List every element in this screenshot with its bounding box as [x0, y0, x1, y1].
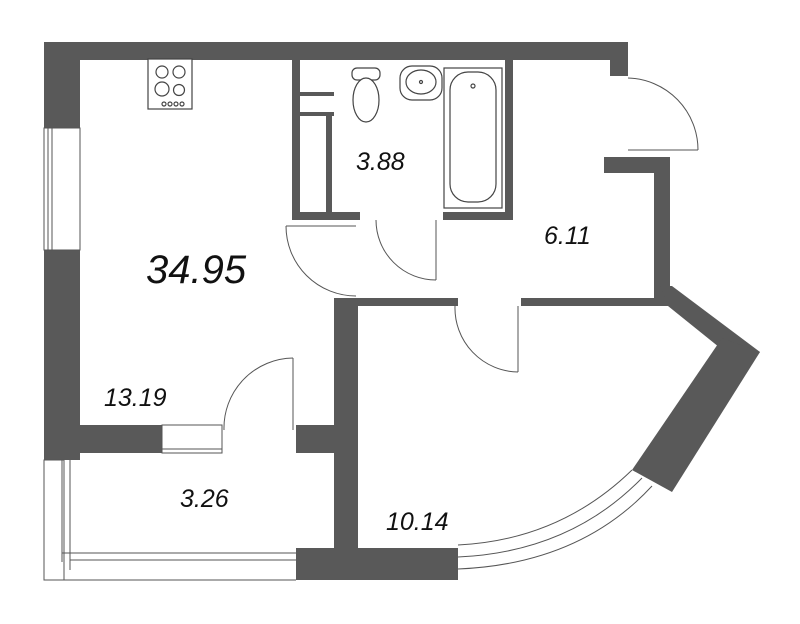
room-area-kitchen-living: 13.19	[104, 384, 167, 412]
room-area-bedroom: 10.14	[386, 508, 449, 536]
walls	[44, 42, 760, 580]
total-area-label: 34.95	[146, 248, 247, 292]
room-area-bathroom: 3.88	[356, 148, 405, 176]
bathtub-icon	[443, 67, 503, 209]
bathroom-door[interactable]	[375, 219, 437, 281]
doors	[223, 77, 699, 431]
sink-icon	[399, 65, 443, 101]
room-area-balcony: 3.26	[180, 485, 229, 513]
toilet-icon	[351, 67, 381, 123]
stove-icon	[147, 58, 193, 110]
bedroom-door[interactable]	[454, 305, 519, 373]
windows	[43, 127, 653, 581]
entrance-door[interactable]	[627, 77, 699, 151]
balcony-door[interactable]	[223, 357, 294, 431]
kitchen-door[interactable]	[285, 225, 357, 297]
room-area-hallway: 6.11	[544, 222, 591, 250]
